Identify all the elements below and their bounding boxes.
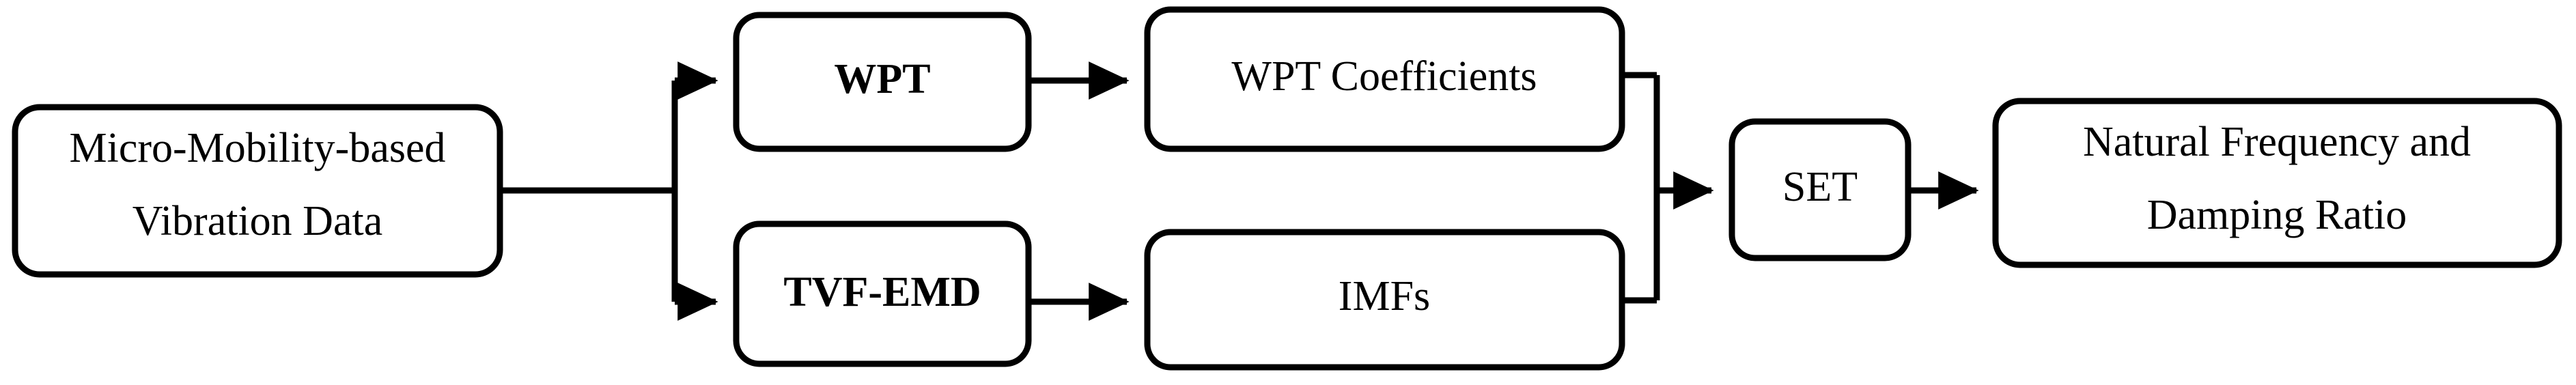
wpt-coefficients-node-label: WPT Coefficients [1231,53,1537,100]
wpt-method-node[interactable]: WPT [733,12,1032,152]
output-modal-parameters-node-label-line1: Natural Frequency and [2083,119,2471,165]
output-modal-parameters-node-box [1992,98,2562,268]
imfs-node-box [1144,229,1625,371]
wpt-coefficients-node-box [1144,6,1625,152]
output-modal-parameters-node-label-line2: Damping Ratio [2147,192,2407,238]
set-transform-node-label: SET [1782,164,1858,210]
set-transform-node-box [1728,118,1912,261]
wpt-coefficients-node[interactable]: WPT Coefficients [1144,6,1625,152]
wpt-method-node-label: WPT [834,56,930,102]
set-transform-node[interactable]: SET [1728,118,1912,261]
wpt-method-node-box [733,12,1032,152]
input-data-node[interactable]: Micro-Mobility-based Vibration Data [12,104,503,278]
tvf-emd-method-node[interactable]: TVF-EMD [733,220,1032,367]
input-data-node-box [12,104,503,278]
tvf-emd-method-node-box [733,220,1032,367]
tvf-emd-method-node-label: TVF-EMD [783,269,981,315]
input-data-node-label-line2: Vibration Data [132,198,382,244]
imfs-node[interactable]: IMFs [1144,229,1625,371]
input-data-node-label-line1: Micro-Mobility-based [69,125,445,171]
output-modal-parameters-node[interactable]: Natural Frequency and Damping Ratio [1992,98,2562,268]
imfs-node-label: IMFs [1339,273,1430,319]
